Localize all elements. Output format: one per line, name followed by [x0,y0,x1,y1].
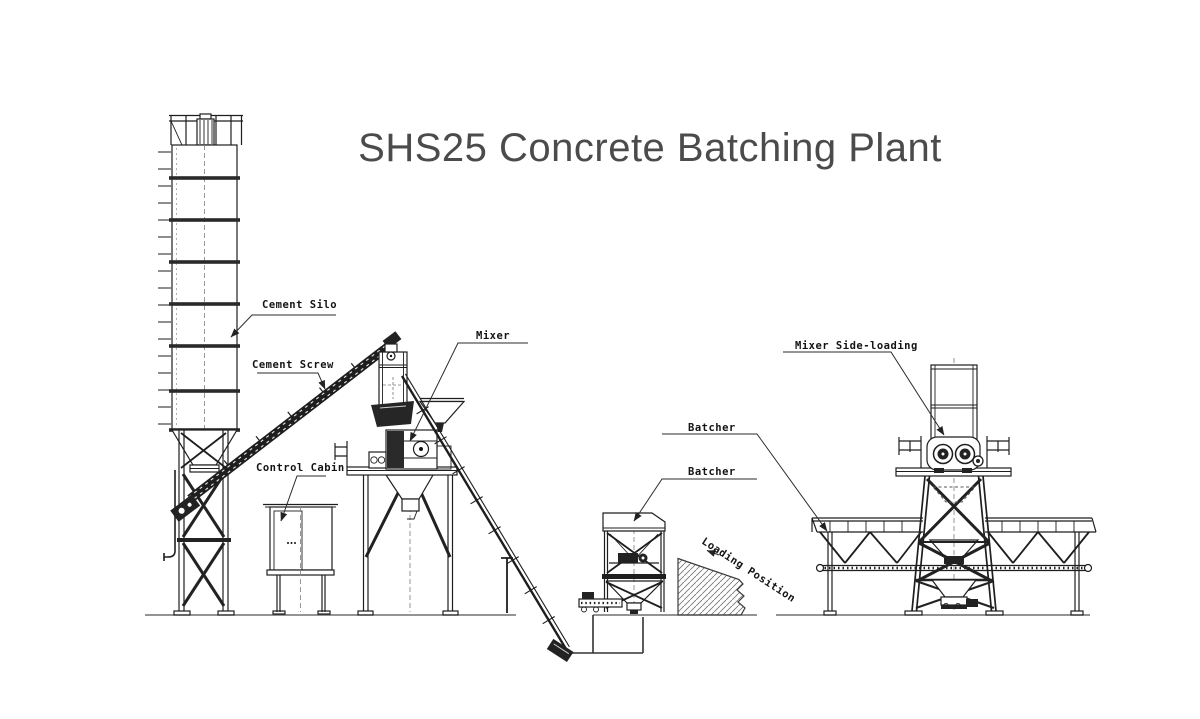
control-cabin [263,503,338,615]
silo-ladder [158,151,171,425]
labels: Cement Silo Cement Screw Control Cabin M… [252,299,918,605]
skip-bucket-bottom [546,638,574,663]
cabin-door-dots [287,542,296,544]
leader-control-cabin [280,475,326,522]
ground-lines [145,614,1090,654]
skip-hoist-track [400,373,574,663]
loading-ramp-mound [677,557,746,616]
weighing-belt-conveyor [815,563,1093,573]
side-loading-skip-frame [930,364,978,441]
skip-hoist-tower [378,343,408,408]
label-control-cabin: Control Cabin [256,462,345,474]
platform-railings [898,436,1010,468]
silo-aeration-pipe [163,470,176,561]
mixer-drum [385,429,452,470]
mixer-motor [368,451,387,469]
batcher-upper-bay [606,532,663,574]
label-cement-screw: Cement Screw [252,359,334,371]
tower-discharge-hopper [930,579,978,609]
silo-body [171,144,238,431]
batcher-deck [602,574,666,579]
label-mixer: Mixer [476,330,510,342]
skip-bucket-dumping [371,401,414,427]
left-aggregate-bin [811,517,923,616]
pit-discharge-conveyor [578,592,623,613]
screw-motor [170,494,201,522]
leader-batcher-lower [633,478,757,522]
aggregate-batcher [578,512,666,614]
side-loading-mixer-drum [926,436,984,473]
leader-mixer [409,342,528,442]
label-mixer-side-loading: Mixer Side-loading [795,340,918,352]
cement-screw-conveyor [170,331,402,522]
leader-cement-screw [257,372,326,390]
mixer-discharge-funnel [384,474,435,520]
label-batcher-upper: Batcher [688,422,736,434]
leader-batcher-upper [662,433,828,532]
leader-lines [230,314,945,557]
silo-cone [170,429,239,466]
diagram-title: SHS25 Concrete Batching Plant [358,126,942,170]
batcher-lower-bay [605,580,664,614]
leader-mixer-side-loading [783,351,945,436]
screw-support-lugs [223,362,356,466]
loading-position-arrow [706,550,720,557]
right-aggregate-bin [985,517,1097,616]
skip-pit [558,615,644,654]
label-cement-silo: Cement Silo [262,299,337,311]
leader-cement-silo [230,314,336,338]
mixer-assembly [334,343,466,616]
track-ties [416,406,555,625]
side-loading-plant [811,358,1097,616]
cement-silo [158,113,243,616]
track-support-post [501,557,513,613]
platform-left-railing [334,441,348,467]
label-batcher-lower: Batcher [688,466,736,478]
weigh-feeder-motor [618,553,638,563]
